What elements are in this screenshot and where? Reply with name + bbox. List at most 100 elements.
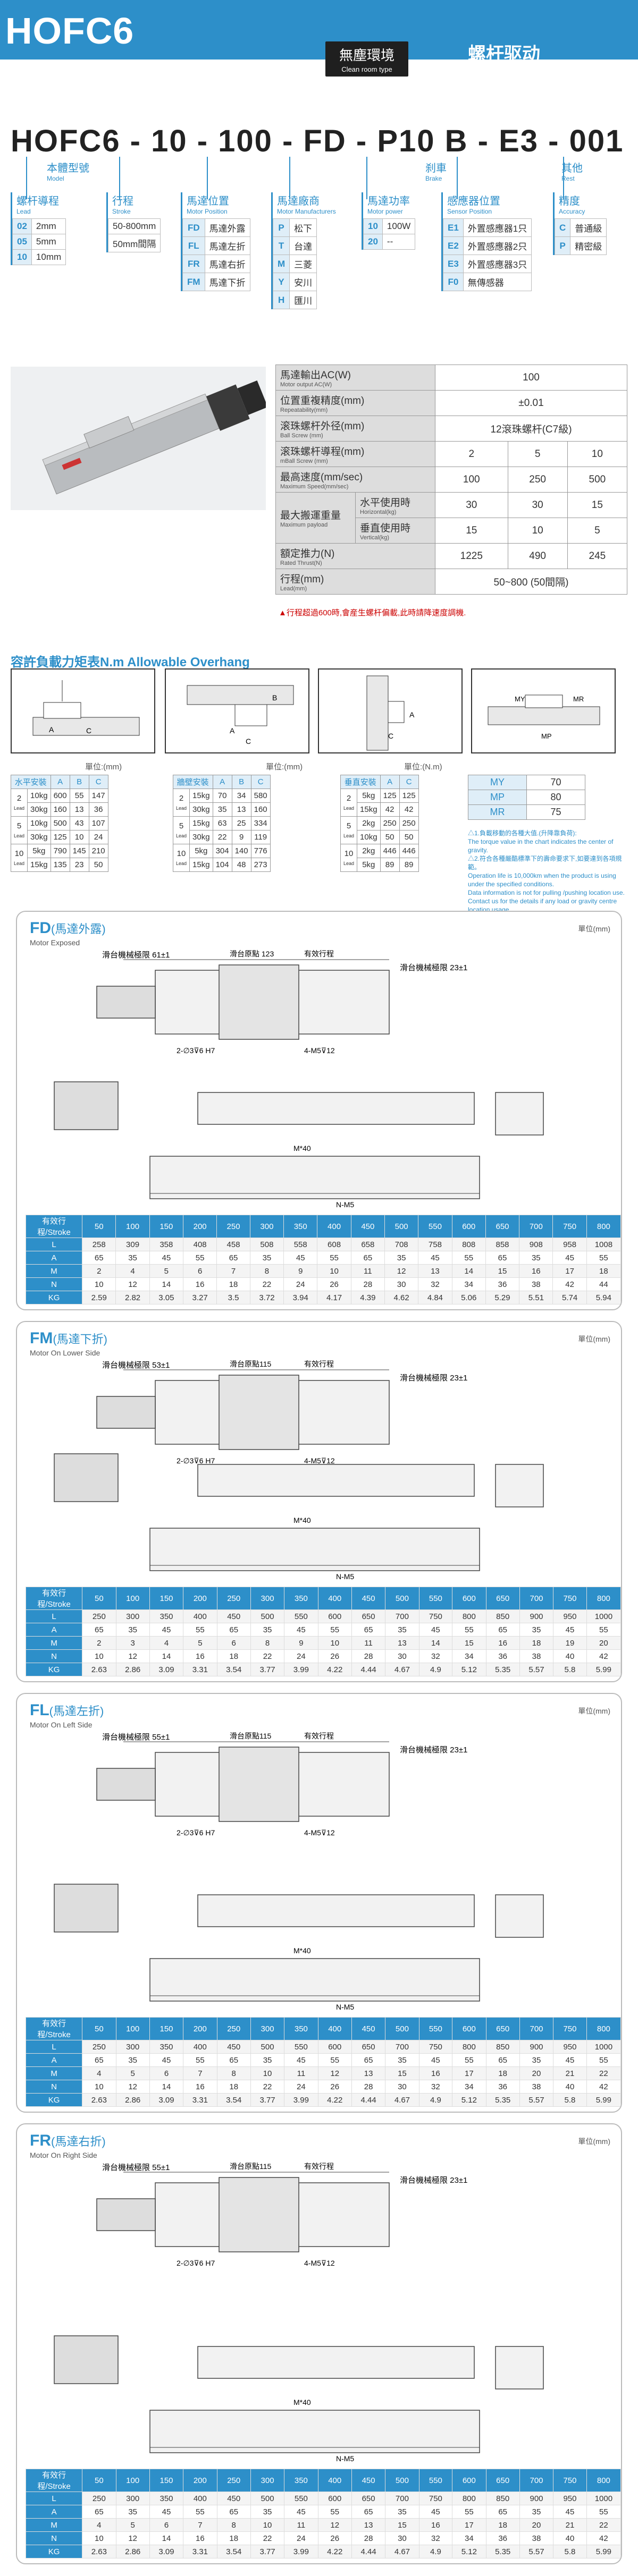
dim-cell: 45 bbox=[149, 2053, 184, 2067]
spec-row-motor-output: 馬達輸出AC(W)Motor output AC(W)100 bbox=[275, 365, 627, 391]
overhang-unit-2: 單位:(mm) bbox=[266, 762, 303, 772]
ov-cell: 15kg bbox=[189, 816, 213, 831]
top-view-motor bbox=[96, 1396, 156, 1429]
side-view-motor bbox=[54, 1453, 119, 1502]
dim-cell: 550 bbox=[284, 2492, 318, 2505]
dim-cell: 5 bbox=[149, 1264, 183, 1278]
brake-label: 刹車 Brake bbox=[425, 159, 447, 182]
dim-cell: L bbox=[25, 2040, 83, 2054]
dim-cell: 3.54 bbox=[216, 1663, 251, 1676]
dim-cell: 13 bbox=[385, 1636, 419, 1650]
panel-code: FL bbox=[30, 1701, 49, 1719]
dim-cell: 22 bbox=[250, 2531, 285, 2545]
dim-header: 50 bbox=[82, 1587, 116, 1610]
dim-header: 700 bbox=[519, 2017, 554, 2040]
dim-cell: 750 bbox=[418, 2040, 453, 2054]
spec-label: 最大搬運重量 bbox=[280, 510, 341, 521]
note-line: △1.負載移動的各種大值.(升降靠負荷): bbox=[468, 829, 577, 837]
dim-cell: 3.31 bbox=[183, 2545, 217, 2558]
dim-cell: 22 bbox=[586, 2066, 621, 2080]
panel-subtitle: Motor On Lower Side bbox=[30, 1349, 100, 1357]
dim-cell: 3.99 bbox=[284, 2093, 318, 2107]
dim-header: 750 bbox=[553, 1587, 587, 1610]
dim-cell: 5.99 bbox=[586, 2093, 621, 2107]
dim-cell: 4.9 bbox=[418, 1663, 453, 1676]
ov-cell: 147 bbox=[88, 789, 108, 803]
dim-cell: 758 bbox=[418, 1238, 452, 1251]
dim-cell: 15 bbox=[485, 1264, 520, 1278]
lbl-m5: 4-M5⊽12 bbox=[304, 1456, 335, 1465]
spec-value: 15 bbox=[435, 518, 508, 544]
dim-cell: 45 bbox=[418, 2505, 453, 2519]
dim-cell: 45 bbox=[284, 1623, 318, 1637]
dim-cell: 5.8 bbox=[553, 2545, 587, 2558]
dim-cell: 10 bbox=[82, 2531, 116, 2545]
dim-cell: 4.44 bbox=[351, 2545, 386, 2558]
dim-header: 200 bbox=[183, 1587, 217, 1610]
lbl-m5: 4-M5⊽12 bbox=[304, 1046, 335, 1055]
dim-cell: 45 bbox=[553, 2505, 587, 2519]
dim-cell: 36 bbox=[485, 2531, 520, 2545]
option-value: 精密級 bbox=[570, 236, 607, 255]
dim-cell: 16 bbox=[183, 2080, 217, 2094]
spec-value: 30 bbox=[435, 492, 508, 518]
lbl-n-m5: N-M5 bbox=[336, 2454, 354, 2463]
dim-cell: 4.84 bbox=[418, 1291, 452, 1304]
dim-cell: 65 bbox=[82, 1251, 116, 1265]
badge-en: Clean room type bbox=[341, 65, 392, 73]
dim-header: 500 bbox=[385, 2469, 419, 2492]
dim-cell: 28 bbox=[351, 2080, 386, 2094]
dim-cell: 24 bbox=[284, 2080, 318, 2094]
moment-key: MY bbox=[468, 775, 527, 790]
dim-cell: M bbox=[25, 1636, 83, 1650]
dim-cell: 45 bbox=[149, 1251, 183, 1265]
spec-sub: Maximum payload bbox=[280, 522, 328, 528]
ov-header: 牆壁安裝 bbox=[173, 775, 213, 789]
dim-cell: 11 bbox=[351, 1636, 386, 1650]
dim-cell: 55 bbox=[182, 1251, 217, 1265]
dim-cell: 16 bbox=[183, 1649, 217, 1663]
model-label-cn: 本體型號 bbox=[47, 163, 89, 174]
dim-cell: 3.77 bbox=[250, 2545, 285, 2558]
dim-header: 350 bbox=[284, 2469, 318, 2492]
option-code: 05 bbox=[12, 234, 32, 250]
dim-cell: 2 bbox=[82, 1636, 116, 1650]
dim-cell: 12 bbox=[384, 1264, 419, 1278]
dim-cell: 5.35 bbox=[485, 2545, 520, 2558]
side-view-body bbox=[197, 1894, 475, 1927]
ov-cell: 42 bbox=[399, 802, 419, 817]
end-view bbox=[495, 1464, 544, 1507]
dim-header: 600 bbox=[452, 1587, 486, 1610]
dim-cell: 4 bbox=[82, 2518, 116, 2532]
lbl-hole: 2-∅3⊽6 H7 bbox=[177, 2259, 215, 2267]
dim-cell: 35 bbox=[385, 1623, 419, 1637]
option-value: 無傳感器 bbox=[463, 273, 532, 291]
dim-cell: 408 bbox=[182, 1238, 217, 1251]
dim-cell: 65 bbox=[485, 1251, 520, 1265]
dim-cell: M bbox=[25, 1264, 83, 1278]
ov-header: C bbox=[250, 775, 271, 789]
dim-cell: KG bbox=[25, 2545, 83, 2558]
dim-cell: 550 bbox=[284, 2040, 318, 2054]
ov-cell: 600 bbox=[50, 789, 70, 803]
lbl-right: 滑台機械極限 23±1 bbox=[400, 2176, 467, 2185]
dim-cell: 3.72 bbox=[249, 1291, 284, 1304]
dim-cell: A bbox=[25, 2053, 83, 2067]
dim-cell: 55 bbox=[183, 2505, 217, 2519]
spec-value: 490 bbox=[507, 543, 568, 569]
ov-cell: 125 bbox=[50, 830, 70, 844]
dim-cell: 38 bbox=[519, 1277, 553, 1291]
lbl-hole: 2-∅3⊽6 H7 bbox=[177, 1456, 215, 1465]
dim-header: 700 bbox=[519, 1215, 553, 1238]
dim-header: 350 bbox=[283, 1215, 318, 1238]
note-line: Operation life is 10,000km when the prod… bbox=[468, 872, 616, 888]
ov-lead-label: Lead bbox=[343, 833, 355, 838]
dim-cell: 16 bbox=[519, 1264, 553, 1278]
spec-value: 250 bbox=[507, 467, 568, 493]
